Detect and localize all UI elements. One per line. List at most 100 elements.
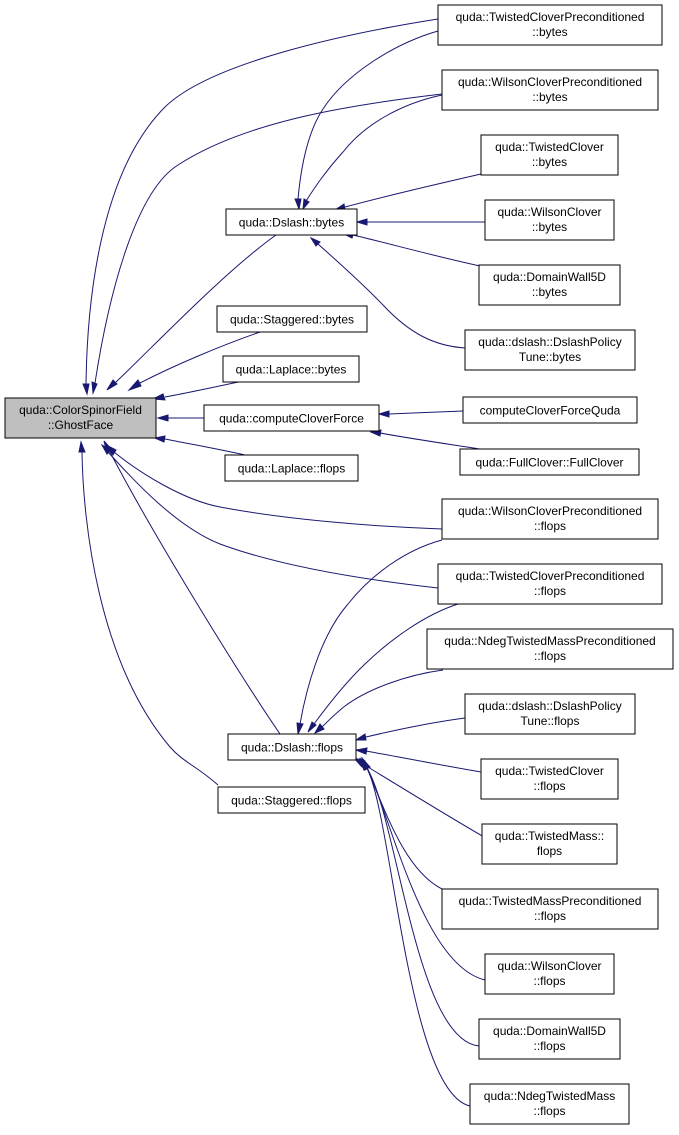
node-dw5d_bytes[interactable]: quda::DomainWall5D::bytes xyxy=(478,264,621,306)
edge-arrowhead xyxy=(302,198,310,211)
node-box[interactable] xyxy=(225,208,358,236)
node-wc_flops[interactable]: quda::WilsonClover::flops xyxy=(484,953,615,995)
node-tcp_flops[interactable]: quda::TwistedCloverPreconditioned::flops xyxy=(437,563,663,605)
node-box[interactable] xyxy=(480,758,619,800)
node-tmp_flops[interactable]: quda::TwistedMassPreconditioned::flops xyxy=(441,888,659,930)
node-staggered_bytes[interactable]: quda::Staggered::bytes xyxy=(216,305,368,333)
node-box[interactable] xyxy=(464,329,636,371)
node-box[interactable] xyxy=(4,397,157,439)
node-cfq[interactable]: computeCloverForceQuda xyxy=(462,396,638,424)
node-label: quda::dslash::DslashPolicy xyxy=(478,335,621,349)
edge-arrowhead xyxy=(309,236,321,247)
node-box[interactable] xyxy=(216,305,368,333)
node-tc_bytes[interactable]: quda::TwistedClover::bytes xyxy=(480,134,619,176)
node-box[interactable] xyxy=(203,404,380,432)
edge-arrowhead xyxy=(377,410,390,418)
node-laplace_flops[interactable]: quda::Laplace::flops xyxy=(224,454,359,482)
node-box[interactable] xyxy=(227,733,357,761)
node-box[interactable] xyxy=(426,628,674,670)
node-label: quda::ColorSpinorField xyxy=(19,403,142,417)
node-label: ::flops xyxy=(534,584,566,598)
node-label: quda::Laplace::flops xyxy=(238,462,345,476)
edge-arrowhead xyxy=(294,198,302,211)
edge-tc_bytes-to-dslash_bytes xyxy=(333,173,482,211)
edge-arrowhead xyxy=(355,218,368,226)
edge-line xyxy=(365,717,466,738)
node-label: quda::DomainWall5D xyxy=(493,1024,606,1038)
node-label: ::flops xyxy=(534,519,566,533)
node-label: quda::NdegTwistedMassPreconditioned xyxy=(444,634,655,648)
edge-line xyxy=(321,669,444,728)
node-wcp_flops[interactable]: quda::WilsonCloverPreconditioned::flops xyxy=(441,498,659,540)
node-box[interactable] xyxy=(441,69,659,111)
node-fullclover[interactable]: quda::FullClover::FullClover xyxy=(459,448,640,476)
node-box[interactable] xyxy=(481,823,618,865)
node-ntm_flops[interactable]: quda::NdegTwistedMass::flops xyxy=(469,1083,630,1125)
edge-line xyxy=(139,331,261,384)
edge-arrowhead xyxy=(354,733,367,741)
node-tc_flops[interactable]: quda::TwistedClover::flops xyxy=(480,758,619,800)
node-box[interactable] xyxy=(459,448,640,476)
node-box[interactable] xyxy=(462,396,638,424)
node-label: ::flops xyxy=(534,649,566,663)
node-box[interactable] xyxy=(484,199,615,241)
node-box[interactable] xyxy=(441,498,659,540)
node-dw5d_flops[interactable]: quda::DomainWall5D::flops xyxy=(478,1018,621,1060)
node-staggered_flops[interactable]: quda::Staggered::flops xyxy=(217,786,366,814)
node-label: quda::WilsonClover xyxy=(497,205,601,219)
node-label: quda::TwistedClover xyxy=(495,764,604,778)
node-box[interactable] xyxy=(224,454,359,482)
node-box[interactable] xyxy=(464,693,636,735)
edge-wc_bytes-to-dslash_bytes xyxy=(355,218,485,226)
edge-tc_flops-to-dslash_flops xyxy=(354,747,482,773)
edge-ntmp_flops-to-dslash_flops xyxy=(313,669,444,735)
node-wc_bytes[interactable]: quda::WilsonClover::bytes xyxy=(484,199,615,241)
edge-laplace_bytes-to-ghostface xyxy=(151,380,244,401)
node-wcp_bytes[interactable]: quda::WilsonCloverPreconditioned::bytes xyxy=(441,69,659,111)
node-dslash_bytes[interactable]: quda::Dslash::bytes xyxy=(225,208,358,236)
node-box[interactable] xyxy=(217,786,366,814)
node-ghostface[interactable]: quda::ColorSpinorField::GhostFace xyxy=(4,397,157,439)
node-dslash_flops[interactable]: quda::Dslash::flops xyxy=(227,733,357,761)
edge-line xyxy=(94,93,443,384)
node-tcp_bytes[interactable]: quda::TwistedCloverPreconditioned::bytes xyxy=(437,4,663,46)
node-label: ::bytes xyxy=(532,90,567,104)
edge-line xyxy=(313,603,459,725)
node-compute_clover_force[interactable]: quda::computeCloverForce xyxy=(203,404,380,432)
node-label: ::flops xyxy=(533,1104,565,1118)
edge-wcp_bytes-to-dslash_bytes xyxy=(302,94,443,211)
node-label: ::bytes xyxy=(532,25,567,39)
node-label: quda::TwistedMassPreconditioned xyxy=(459,894,642,908)
edge-line xyxy=(297,30,439,200)
node-box[interactable] xyxy=(484,953,615,995)
edge-wcp_bytes-to-ghostface xyxy=(91,93,443,395)
edge-staggered_flops-to-ghostface xyxy=(78,440,219,786)
node-label: quda::computeCloverForce xyxy=(219,412,364,426)
node-label: Tune::flops xyxy=(521,714,580,728)
node-box[interactable] xyxy=(478,1018,621,1060)
node-label: ::bytes xyxy=(532,220,567,234)
node-box[interactable] xyxy=(437,4,663,46)
node-label: ::flops xyxy=(533,779,565,793)
node-box[interactable] xyxy=(480,134,619,176)
node-box[interactable] xyxy=(222,355,360,383)
edges-layer xyxy=(78,18,486,1107)
node-label: ::GhostFace xyxy=(48,418,114,432)
edge-line xyxy=(366,767,486,981)
node-label: ::bytes xyxy=(532,285,567,299)
node-tm_flops[interactable]: quda::TwistedMass::flops xyxy=(481,823,618,865)
node-ntmp_flops[interactable]: quda::NdegTwistedMassPreconditioned::flo… xyxy=(426,628,674,670)
edge-staggered_bytes-to-ghostface xyxy=(127,331,261,392)
node-box[interactable] xyxy=(437,563,663,605)
edge-laplace_flops-to-ghostface xyxy=(153,435,246,456)
node-box[interactable] xyxy=(441,888,659,930)
edge-arrowhead xyxy=(307,721,317,733)
node-laplace_bytes[interactable]: quda::Laplace::bytes xyxy=(222,355,360,383)
node-box[interactable] xyxy=(469,1083,630,1125)
node-label: quda::NdegTwistedMass xyxy=(484,1089,615,1103)
edge-arrowhead xyxy=(106,379,118,391)
node-box[interactable] xyxy=(478,264,621,306)
